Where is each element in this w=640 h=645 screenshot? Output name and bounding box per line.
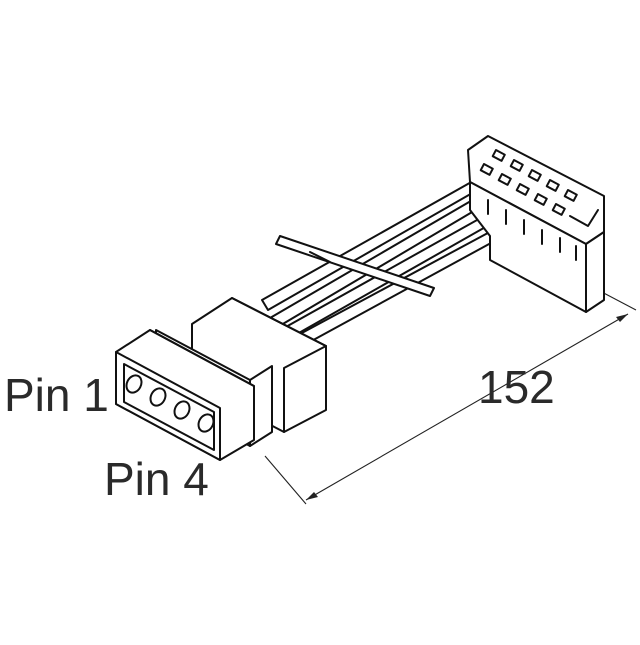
length-dimension-label: 152	[478, 361, 555, 413]
cavity-2	[509, 159, 524, 172]
right-connector-side	[585, 231, 605, 313]
pin-1	[125, 374, 143, 394]
dimension-arrow-right	[616, 314, 628, 322]
cavity-5	[563, 189, 578, 202]
cavity-3	[527, 169, 542, 182]
plug-face	[115, 351, 221, 461]
cavity-1	[491, 149, 506, 162]
pin-4	[197, 413, 215, 433]
cavity-6	[479, 163, 494, 176]
pins	[125, 374, 215, 433]
cavity-4	[545, 179, 560, 192]
pin-3	[173, 400, 191, 420]
cavity-9	[533, 193, 548, 206]
plug-face-inner	[123, 363, 215, 451]
wire-strand	[309, 251, 331, 263]
pin-1-label: Pin 1	[4, 369, 109, 421]
plug-rear-corner	[283, 345, 327, 433]
dimension-arrow-left	[306, 492, 318, 500]
cavity-10	[551, 203, 566, 216]
contact-cavities	[479, 149, 578, 216]
latch-teeth	[487, 199, 577, 261]
left-connector	[115, 297, 327, 461]
crossing-wire	[275, 235, 435, 297]
pin-2	[149, 387, 167, 407]
plug-front-top-edge	[149, 329, 255, 387]
right-connector-front	[469, 181, 587, 313]
right-connector	[467, 135, 605, 313]
pin-4-label: Pin 4	[104, 453, 209, 505]
plug-rear-edge	[231, 297, 327, 347]
extension-line-left	[264, 455, 307, 505]
dimension-lines	[264, 289, 637, 505]
right-connector-edge	[569, 209, 599, 227]
cavity-8	[515, 183, 530, 196]
dimension-line	[305, 313, 629, 501]
cavity-7	[497, 173, 512, 186]
